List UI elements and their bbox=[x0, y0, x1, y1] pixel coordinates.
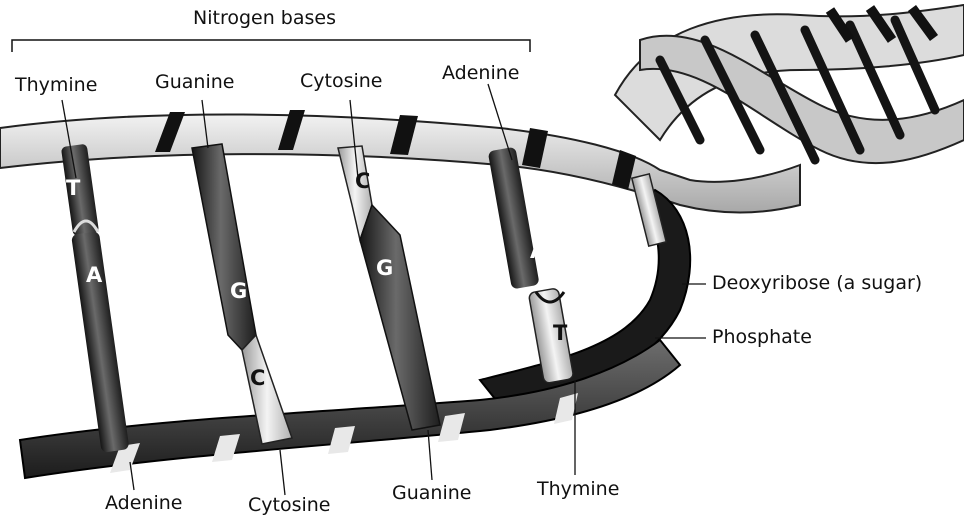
letter-pair4-bottom: T bbox=[553, 321, 568, 345]
header-title: Nitrogen bases bbox=[193, 9, 336, 28]
top-label-cytosine: Cytosine bbox=[300, 72, 383, 91]
bottom-label-thymine: Thymine bbox=[537, 480, 619, 499]
letter-pair3-bottom: G bbox=[376, 256, 393, 280]
letter-pair1-top: T bbox=[66, 176, 81, 200]
header-bracket bbox=[12, 40, 530, 52]
letter-pair2-bottom: C bbox=[250, 366, 265, 390]
base-pair-3 bbox=[338, 146, 440, 430]
bottom-label-cytosine: Cytosine bbox=[248, 496, 331, 515]
label-phosphate: Phosphate bbox=[712, 328, 812, 347]
base-letters: T A G C C G A T bbox=[66, 169, 568, 390]
top-label-guanine: Guanine bbox=[155, 73, 234, 92]
label-deoxyribose: Deoxyribose (a sugar) bbox=[712, 274, 922, 293]
letter-pair1-bottom: A bbox=[86, 263, 103, 287]
top-label-thymine: Thymine bbox=[15, 76, 97, 95]
letter-pair4-top: A bbox=[530, 239, 547, 263]
top-backbone bbox=[0, 110, 800, 213]
top-label-adenine: Adenine bbox=[442, 64, 519, 83]
letter-pair2-top: G bbox=[230, 279, 247, 303]
bottom-label-guanine: Guanine bbox=[392, 484, 471, 503]
helix-coils bbox=[615, 5, 964, 163]
base-pair-4 bbox=[488, 147, 574, 384]
bottom-label-adenine: Adenine bbox=[105, 494, 182, 513]
